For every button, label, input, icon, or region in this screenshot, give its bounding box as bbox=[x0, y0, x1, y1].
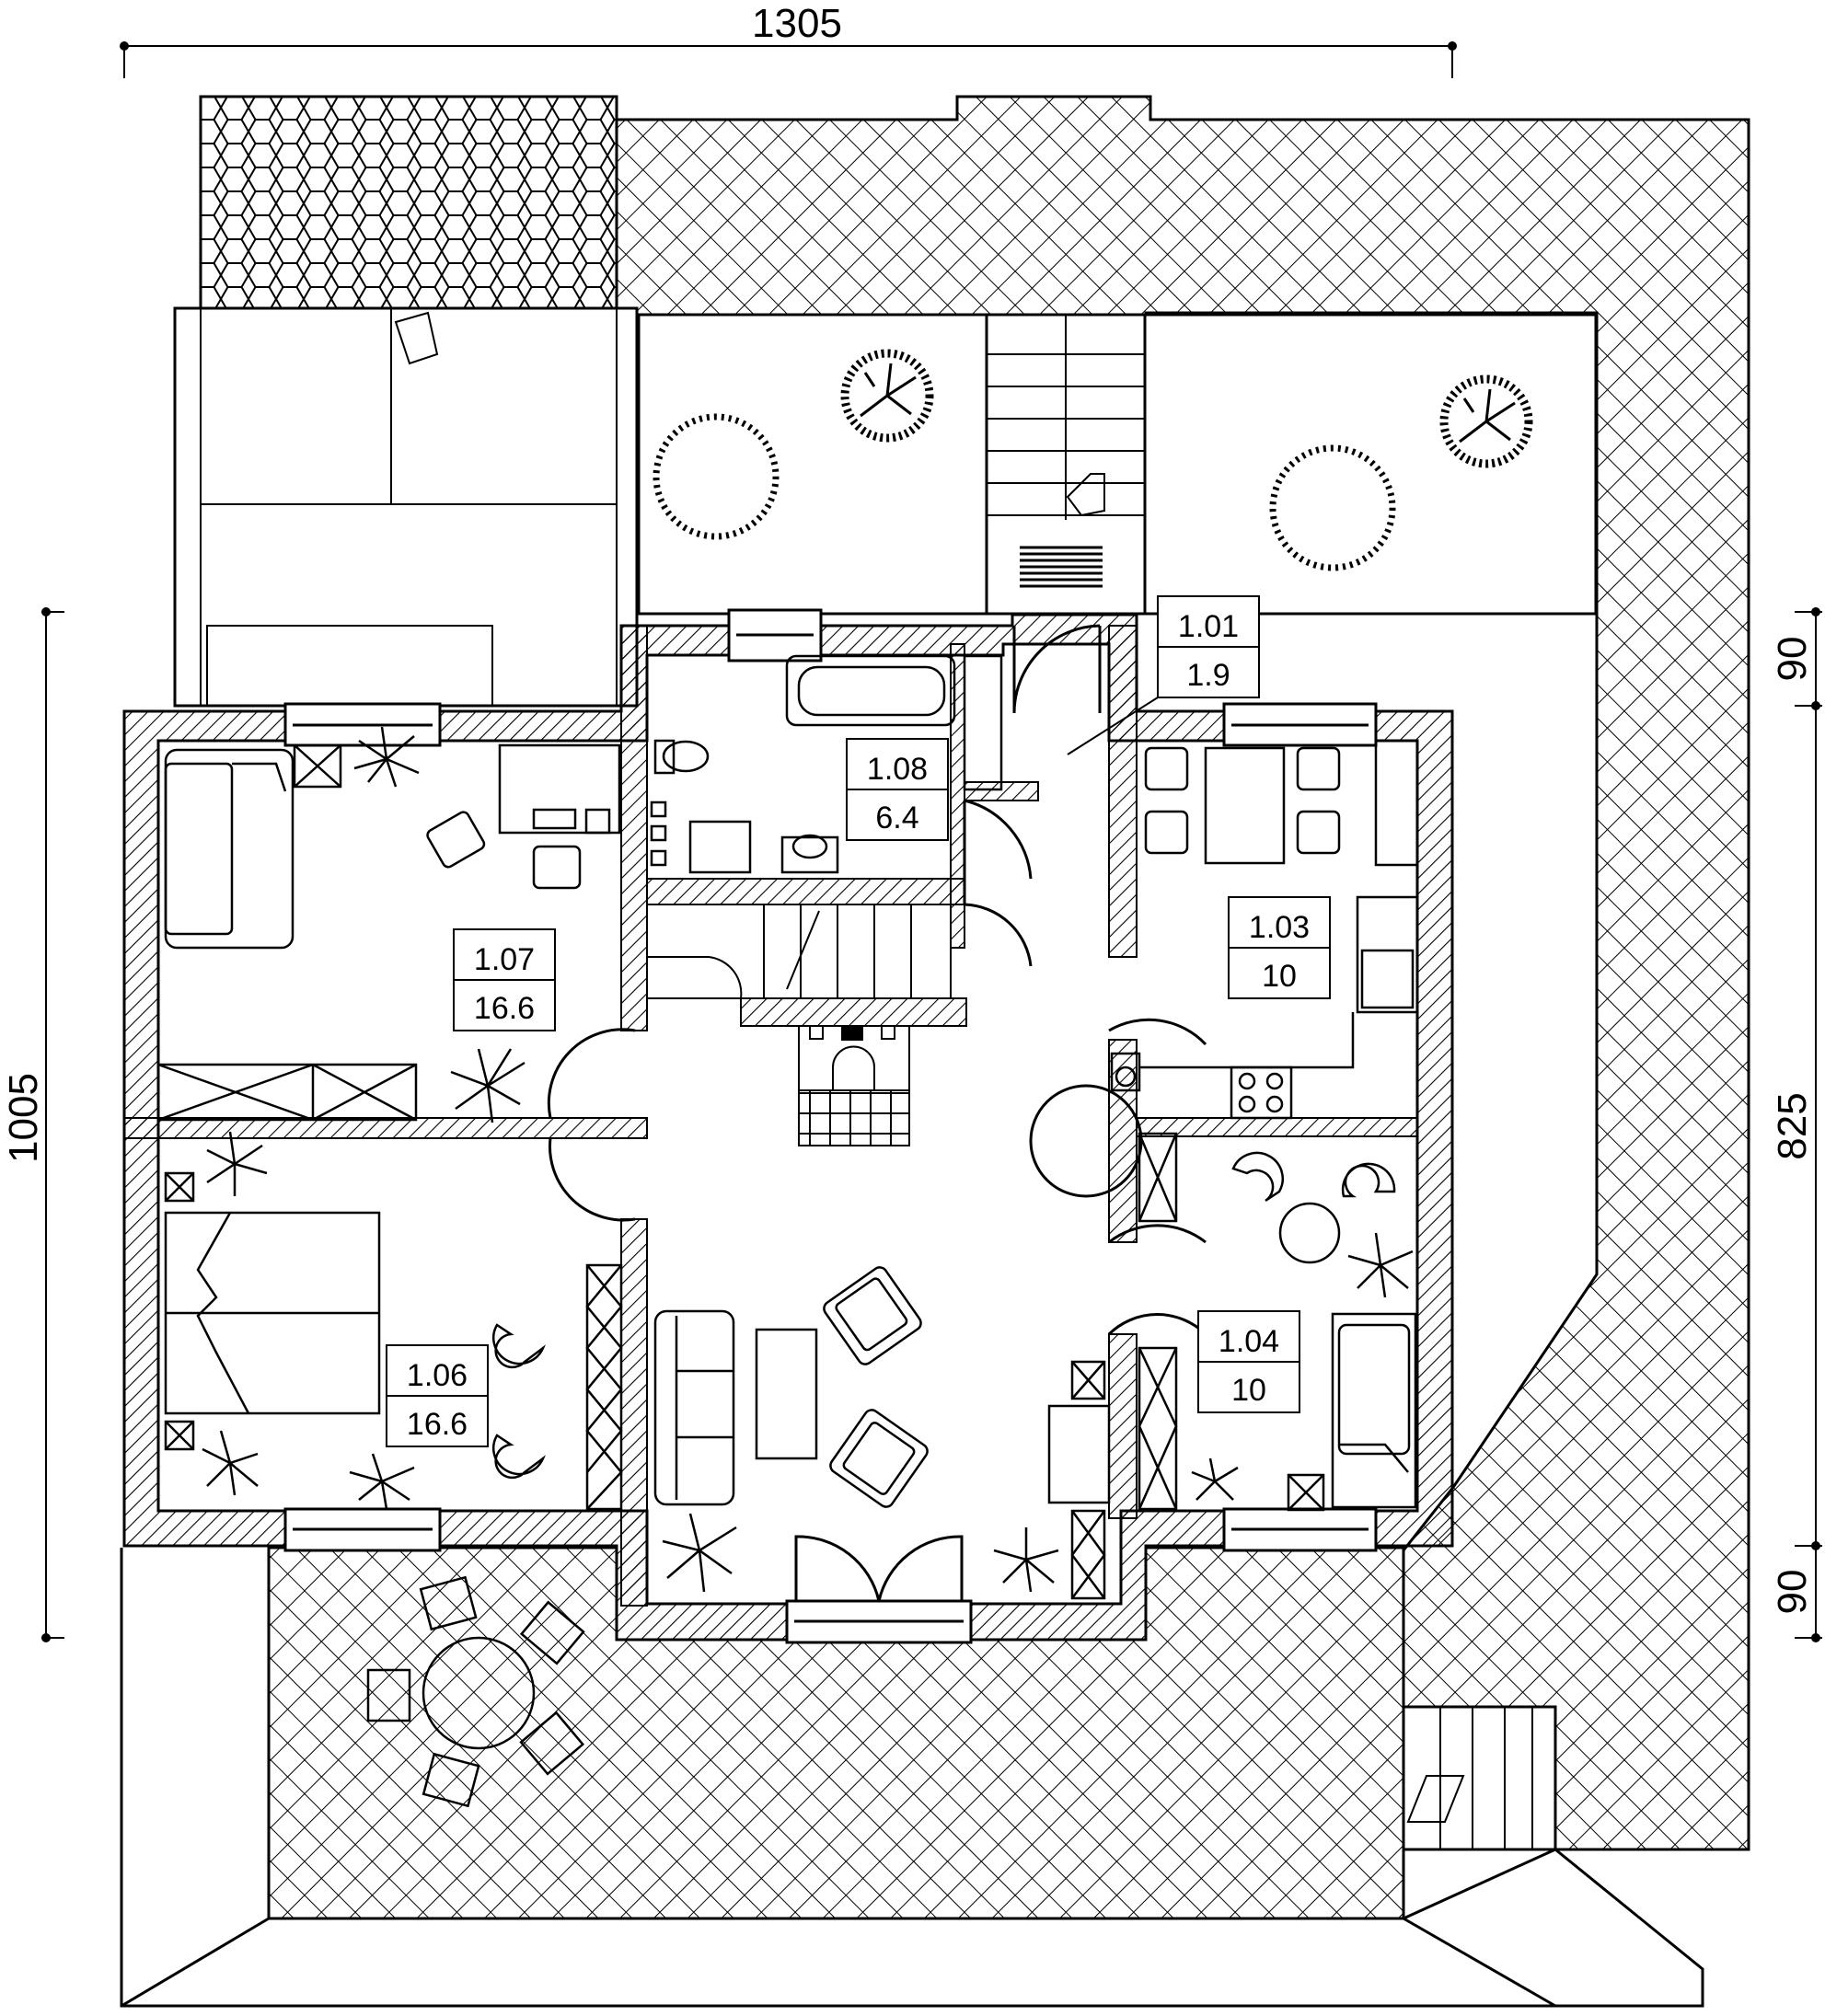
svg-text:1.04: 1.04 bbox=[1219, 1324, 1279, 1359]
svg-text:1.08: 1.08 bbox=[867, 752, 928, 787]
room-label-1-08: 1.08 6.4 bbox=[846, 738, 949, 841]
svg-text:90: 90 bbox=[1770, 637, 1815, 682]
tree-icon bbox=[840, 349, 1533, 468]
windows bbox=[283, 608, 1378, 1644]
room-label-1-03: 1.03 10 bbox=[1228, 896, 1331, 999]
svg-text:825: 825 bbox=[1770, 1092, 1815, 1159]
svg-text:16.6: 16.6 bbox=[474, 991, 535, 1026]
doormat bbox=[1020, 546, 1103, 588]
doors bbox=[547, 624, 1207, 1602]
room-label-1-07: 1.07 16.6 bbox=[453, 928, 556, 1031]
svg-text:10: 10 bbox=[1262, 959, 1297, 994]
walls bbox=[122, 613, 1454, 1642]
svg-text:1.01: 1.01 bbox=[1178, 609, 1239, 644]
interior-stair bbox=[646, 904, 952, 999]
svg-text:90: 90 bbox=[1770, 1570, 1815, 1615]
svg-text:10: 10 bbox=[1231, 1373, 1266, 1408]
svg-text:16.6: 16.6 bbox=[407, 1407, 468, 1442]
hex-terrace bbox=[199, 95, 618, 310]
svg-text:1305: 1305 bbox=[752, 1, 842, 46]
fireplace bbox=[798, 1025, 910, 1146]
svg-text:1005: 1005 bbox=[1, 1073, 46, 1163]
furniture bbox=[156, 654, 1419, 1808]
dimension-left: 1005 bbox=[1, 607, 64, 1642]
room-label-1-01: 1.01 1.9 bbox=[1067, 595, 1260, 755]
svg-text:1.03: 1.03 bbox=[1249, 910, 1310, 945]
room-label-1-06: 1.06 16.6 bbox=[386, 1344, 489, 1447]
room-label-1-04: 1.04 10 bbox=[1197, 1310, 1300, 1413]
entrance-stair bbox=[985, 313, 1147, 616]
garage bbox=[173, 306, 639, 708]
room-labels: 1.01 1.9 1.03 10 1.04 10 1.06 16.6 1.07 … bbox=[386, 595, 1331, 1447]
dimension-right: 90 825 90 bbox=[1770, 607, 1822, 1642]
svg-text:1.9: 1.9 bbox=[1186, 658, 1230, 693]
plant-icon bbox=[202, 726, 1414, 1593]
svg-text:1.06: 1.06 bbox=[407, 1358, 468, 1393]
svg-text:6.4: 6.4 bbox=[875, 801, 918, 835]
dimension-top: 1305 bbox=[120, 1, 1457, 78]
svg-text:1.07: 1.07 bbox=[474, 942, 535, 977]
tree-icon bbox=[653, 413, 1396, 571]
exterior-stair bbox=[1402, 1705, 1557, 1851]
roof-outline bbox=[120, 1548, 1704, 2008]
